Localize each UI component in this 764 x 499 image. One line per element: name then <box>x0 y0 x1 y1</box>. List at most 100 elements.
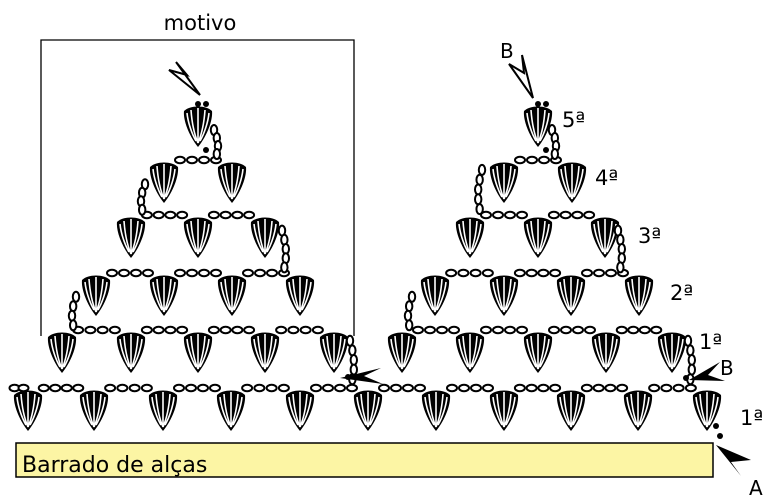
chain-stitch <box>72 383 85 393</box>
chain-stitch <box>140 383 153 393</box>
chain-stitch <box>108 325 121 335</box>
chain-stitch <box>482 383 494 393</box>
chain-stitch <box>404 319 414 332</box>
chain-stitch <box>152 210 165 220</box>
chain-stitch <box>310 383 322 393</box>
chain-stitch <box>605 268 617 278</box>
chain-stitch <box>492 325 504 335</box>
slip-stitch-dot <box>683 375 689 381</box>
shell-stitch <box>455 216 485 259</box>
point-label-a: A <box>749 476 763 495</box>
chain-stitch <box>548 325 560 335</box>
shell-stitch <box>523 105 553 148</box>
band-rect <box>15 442 714 478</box>
chain-stitch <box>242 268 254 278</box>
chain-stitch <box>404 300 414 313</box>
chain-stitch <box>265 383 278 393</box>
chain-stitch <box>68 319 78 332</box>
chain-stitch <box>207 325 220 335</box>
chain-stitch <box>684 383 697 393</box>
chain-stitch <box>345 334 355 347</box>
shell-stitch <box>387 331 417 374</box>
chain-stitch <box>473 183 483 196</box>
chain-stitch <box>60 383 73 393</box>
shell-stitch <box>657 331 687 374</box>
chain-stitch <box>322 383 334 393</box>
chain-stitch <box>514 155 526 165</box>
shell-stitch <box>556 389 586 432</box>
chain-stitch <box>604 383 617 393</box>
chain-stitch <box>436 325 448 335</box>
chain-stitch <box>197 383 209 393</box>
point-label-b-top: B <box>500 39 514 63</box>
shell-stitch <box>591 331 621 374</box>
chain-stitch <box>219 325 232 335</box>
chain-stitches <box>8 155 697 393</box>
chain-stitch <box>219 210 232 220</box>
chain-stitch <box>687 363 697 376</box>
shell-stitch <box>47 331 77 374</box>
chain-stitch <box>686 344 695 357</box>
shell-stitches <box>13 105 722 432</box>
chain-stitch <box>672 383 685 393</box>
shell-stitch <box>285 389 315 432</box>
chain-stitch <box>547 210 560 220</box>
chain-stitch <box>241 383 254 393</box>
chain-stitch <box>549 383 562 393</box>
chain-stitch <box>152 325 165 335</box>
slip-stitch-dot <box>203 147 209 153</box>
chain-stitch <box>513 383 526 393</box>
chain-stitch <box>470 383 482 393</box>
chain-stitch <box>346 383 358 393</box>
chain-stitch <box>185 383 197 393</box>
chain-stitch <box>231 325 244 335</box>
chain-stitch <box>137 203 147 216</box>
chain-stitch <box>243 325 256 335</box>
start-arrow-b-top <box>508 54 534 99</box>
chain-stitch <box>480 210 492 220</box>
chain-stitch <box>571 210 584 220</box>
chain-stitch <box>407 290 417 303</box>
row-label-1: 1ª <box>699 330 722 354</box>
chain-stitch <box>142 268 154 278</box>
chain-stitch <box>572 325 584 335</box>
chain-stitch <box>348 344 357 357</box>
chain-stitch <box>104 383 117 393</box>
slip-stitch-dot <box>713 423 719 429</box>
chain-stitch <box>176 325 189 335</box>
chain-stitch <box>130 268 142 278</box>
chain-stitch <box>173 383 185 393</box>
slip-stitch-dot <box>543 101 549 107</box>
shell-stitch <box>319 331 349 374</box>
chain-stitch <box>198 155 210 165</box>
slip-stitch-dot <box>535 101 541 107</box>
chain-stitch <box>212 148 222 160</box>
chain-stitch <box>140 325 153 335</box>
row-label-3: 3ª <box>638 224 661 248</box>
shell-stitch <box>149 161 179 204</box>
chain-stitch <box>592 383 605 393</box>
chain-stitch <box>349 363 359 376</box>
chain-stitch <box>477 163 487 176</box>
chain-stitch <box>492 210 504 220</box>
chain-stitch <box>593 268 605 278</box>
chain-stitch <box>475 203 484 216</box>
chain-stitch <box>550 148 560 160</box>
chain-stitch <box>516 210 528 220</box>
shell-stitch <box>216 389 246 432</box>
shell-stitch <box>489 274 519 317</box>
chain-stitch <box>516 325 528 335</box>
row-label-4: 4ª <box>595 166 618 190</box>
shell-stitch <box>183 216 213 259</box>
chain-stitch <box>390 383 402 393</box>
arrow-row1-left <box>340 368 383 384</box>
start-arrow-motif <box>168 61 201 96</box>
shell-stitch <box>624 274 654 317</box>
shell-stitch <box>217 161 247 204</box>
shell-stitch <box>250 331 280 374</box>
chain-stitch <box>687 354 697 366</box>
chain-stitch <box>311 325 324 335</box>
shell-stitch <box>420 274 450 317</box>
shell-stitch <box>455 331 485 374</box>
